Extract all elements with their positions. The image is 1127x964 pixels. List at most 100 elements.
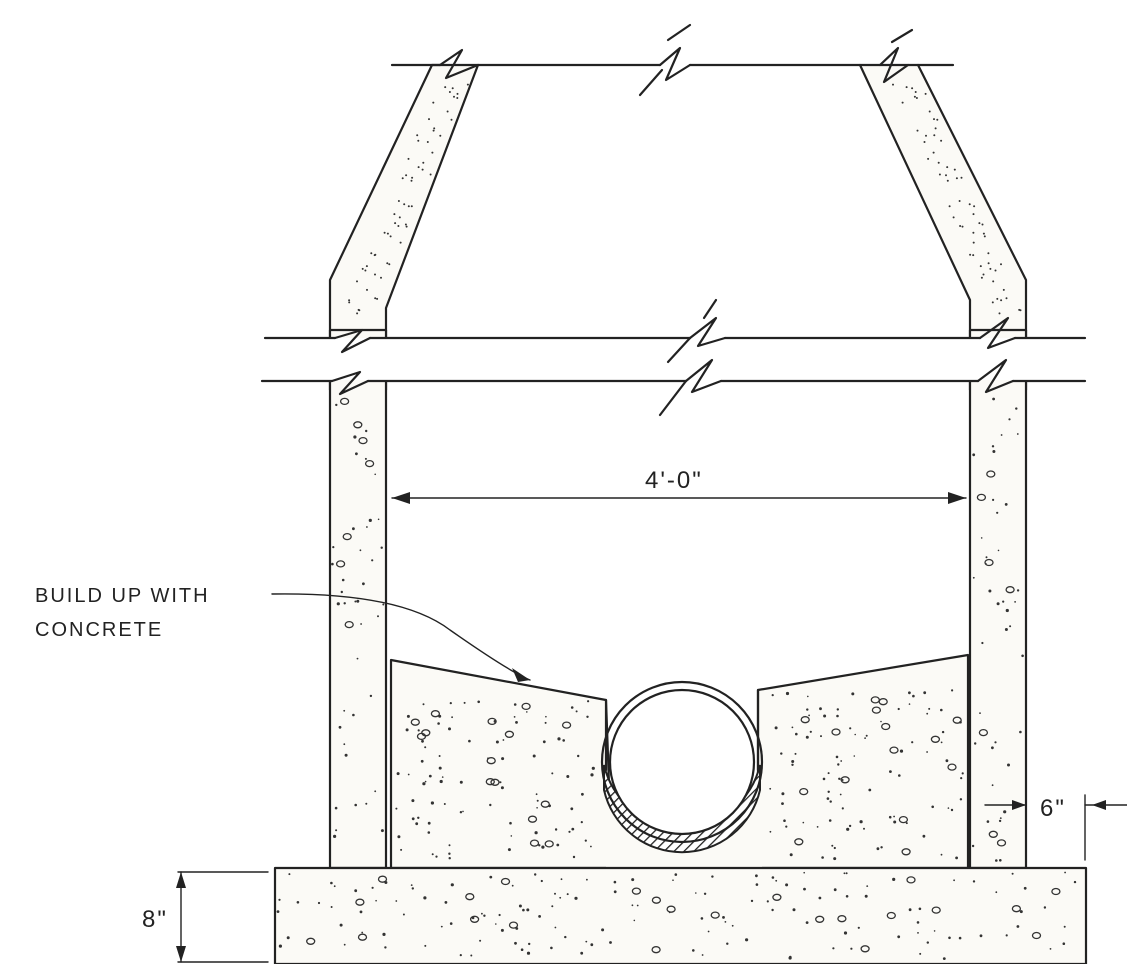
concrete-speckle <box>526 908 530 912</box>
concrete-speckle <box>841 807 844 810</box>
concrete-speckle <box>426 141 429 143</box>
aggregate-pebble <box>485 778 495 786</box>
concrete-speckle <box>922 834 926 838</box>
aggregate-pebble <box>358 436 368 445</box>
concrete-speckle <box>384 946 387 949</box>
concrete-speckle <box>1011 872 1014 875</box>
aggregate-pebble <box>898 815 909 824</box>
aggregate-pebble <box>353 421 363 429</box>
concrete-speckle <box>397 835 401 839</box>
concrete-speckle <box>1005 608 1009 613</box>
base-slab <box>273 866 1088 964</box>
concrete-speckle <box>368 518 372 523</box>
concrete-speckle <box>986 820 990 823</box>
concrete-speckle <box>996 297 999 300</box>
concrete-speckle <box>421 739 424 743</box>
concrete-speckle <box>415 822 419 826</box>
concrete-speckle <box>745 938 749 942</box>
concrete-speckle <box>554 926 557 929</box>
concrete-speckle <box>566 893 569 896</box>
concrete-speckle <box>853 755 856 757</box>
concrete-speckle <box>335 403 338 407</box>
aggregate-pebble <box>540 800 550 808</box>
concrete-speckle <box>278 898 281 901</box>
concrete-speckle <box>432 129 435 132</box>
concrete-speckle <box>388 263 391 266</box>
concrete-speckle <box>959 225 962 227</box>
concrete-speckle <box>832 947 835 950</box>
concrete-speckle <box>809 730 812 733</box>
concrete-speckle <box>633 919 636 922</box>
concrete-speckle <box>433 127 436 130</box>
aggregate-pebble <box>947 763 957 771</box>
concrete-speckle <box>356 599 360 603</box>
concrete-speckle <box>1016 433 1019 435</box>
concrete-speckle <box>933 118 935 121</box>
concrete-speckle <box>933 134 936 137</box>
concrete-speckle <box>695 892 697 894</box>
concrete-speckle <box>377 518 380 521</box>
concrete-speckle <box>889 770 892 773</box>
concrete-speckle <box>354 889 358 893</box>
aggregate-pebble <box>342 532 352 541</box>
concrete-speckle <box>286 936 290 940</box>
concrete-speckle <box>803 871 805 874</box>
concrete-speckle <box>631 878 635 882</box>
concrete-speckle <box>992 397 995 401</box>
concrete-speckle <box>982 273 985 276</box>
concrete-speckle <box>448 857 451 860</box>
concrete-speckle <box>540 879 543 883</box>
concrete-speckle <box>998 819 1002 823</box>
concrete-speckle <box>946 179 949 182</box>
concrete-speckle <box>601 928 605 932</box>
concrete-speckle <box>463 701 466 704</box>
concrete-speckle <box>402 913 405 916</box>
concrete-speckle <box>997 549 1000 552</box>
concrete-speckle <box>783 819 786 822</box>
concrete-speckle <box>585 940 588 943</box>
concrete-speckle <box>789 853 793 857</box>
concrete-speckle <box>726 942 729 945</box>
concrete-speckle <box>348 299 351 302</box>
concrete-speckle <box>972 241 975 244</box>
concrete-speckle <box>513 716 516 718</box>
concrete-speckle <box>979 934 983 938</box>
concrete-speckle <box>440 925 443 928</box>
concrete-speckle <box>489 875 493 879</box>
concrete-speckle <box>781 792 785 796</box>
concrete-speckle <box>352 527 355 531</box>
concrete-speckle <box>550 946 553 950</box>
concrete-speckle <box>366 288 368 291</box>
concrete-speckle <box>333 885 336 888</box>
concrete-speckle <box>941 730 945 734</box>
concrete-speckle <box>974 742 977 745</box>
concrete-speckle <box>898 774 901 777</box>
concrete-speckle <box>365 265 368 268</box>
concrete-speckle <box>979 712 981 714</box>
concrete-speckle <box>818 896 822 900</box>
concrete-speckle <box>972 576 975 579</box>
concrete-speckle <box>479 939 482 942</box>
concrete-speckle <box>459 780 463 784</box>
concrete-speckle <box>353 435 357 439</box>
concrete-speckle <box>1015 407 1018 410</box>
concrete-speckle <box>972 213 975 216</box>
aggregate-pebble <box>986 470 996 478</box>
aggregate-pebble <box>800 716 810 724</box>
concrete-speckle <box>410 884 413 886</box>
concrete-speckle <box>542 740 546 744</box>
concrete-speckle <box>528 942 531 946</box>
concrete-speckle <box>928 707 931 710</box>
concrete-speckle <box>590 773 594 777</box>
concrete-speckle <box>868 788 872 792</box>
concrete-speckle <box>917 932 919 934</box>
concrete-speckle <box>459 954 462 957</box>
concrete-speckle <box>999 859 1002 862</box>
concrete-speckle <box>526 711 528 713</box>
concrete-speckle <box>821 856 824 859</box>
concrete-speckle <box>692 949 695 952</box>
concrete-speckle <box>995 859 998 862</box>
concrete-speckle <box>953 879 955 882</box>
concrete-speckle <box>994 269 997 272</box>
concrete-speckle <box>446 110 449 113</box>
